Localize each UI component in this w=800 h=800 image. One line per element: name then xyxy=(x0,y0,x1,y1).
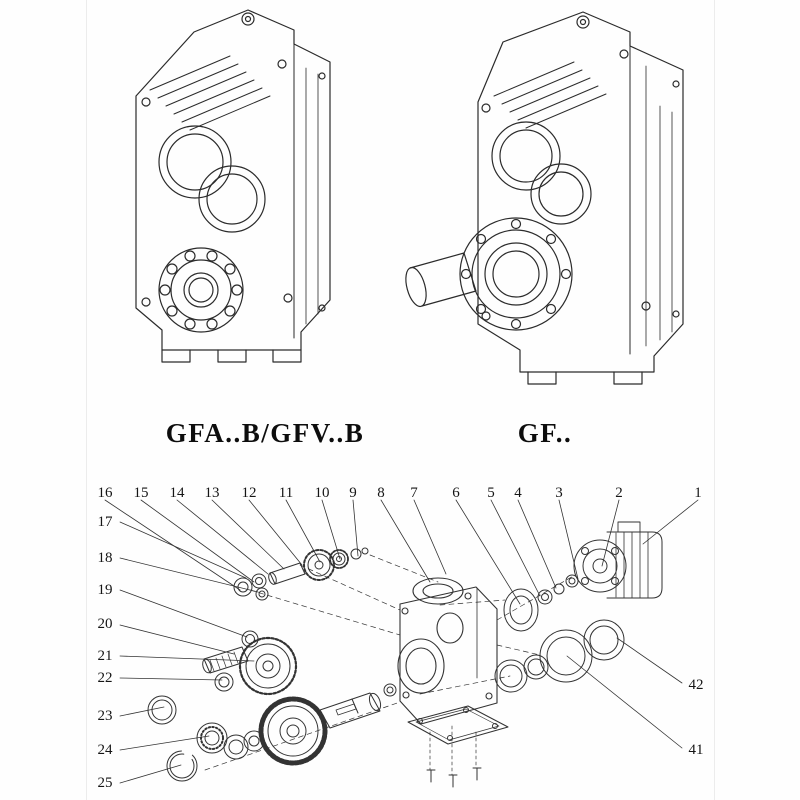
gearbox-drawing-right xyxy=(405,11,684,385)
gasket-and-fasteners xyxy=(407,705,509,788)
page-edge-left xyxy=(86,0,87,800)
cooling-ribs xyxy=(149,55,271,131)
callout-number: 9 xyxy=(349,485,357,501)
callout-number: 20 xyxy=(97,616,113,632)
callout-number: 25 xyxy=(97,775,113,791)
model-label-gf: GF.. xyxy=(517,418,573,448)
callout-number: 15 xyxy=(133,485,149,501)
callout-number: 22 xyxy=(97,670,113,686)
callout-number: 2 xyxy=(615,485,623,501)
lifting-eye-hole xyxy=(576,15,590,29)
mounting-feet xyxy=(161,349,302,363)
assembly-axis-lines xyxy=(204,554,576,771)
output-bearing xyxy=(158,247,244,333)
callout-number: 21 xyxy=(97,648,113,664)
corner-bolts xyxy=(481,49,680,321)
exploded-view-drawing xyxy=(104,499,699,788)
callout-number: 6 xyxy=(452,485,460,501)
callout-number: 4 xyxy=(514,485,522,501)
corner-bolts xyxy=(141,59,326,312)
callout-number: 5 xyxy=(487,485,495,501)
motor-and-flange-parts xyxy=(494,521,663,693)
lifting-eye-hole xyxy=(241,12,255,26)
cooling-ribs xyxy=(493,61,607,129)
callout-number: 19 xyxy=(97,582,113,598)
output-flange xyxy=(459,217,573,331)
callout-number: 18 xyxy=(97,550,113,566)
output-shaft xyxy=(405,252,477,308)
callout-number: 1 xyxy=(694,485,702,501)
leader-lines xyxy=(104,499,699,784)
housing-outline xyxy=(135,9,331,351)
page-edge-right xyxy=(714,0,715,800)
bore-circles xyxy=(158,125,266,233)
housing-outline xyxy=(477,11,684,373)
output-shaft-parts xyxy=(166,683,397,782)
callout-number: 11 xyxy=(278,485,294,501)
model-label-gfab-gfvb: GFA..B/GFV..B xyxy=(165,418,365,448)
intermediate-shaft-parts xyxy=(147,587,298,725)
callout-number: 17 xyxy=(97,514,113,530)
callout-number: 14 xyxy=(169,485,185,501)
bore-circles xyxy=(491,121,592,225)
callout-number: 13 xyxy=(204,485,220,501)
gear-housing xyxy=(397,577,498,725)
callout-number: 23 xyxy=(97,708,113,724)
callout-number: 24 xyxy=(97,742,113,758)
mounting-feet xyxy=(527,371,643,385)
callout-number: 10 xyxy=(314,485,330,501)
callout-number: 41 xyxy=(688,742,704,758)
callout-number: 7 xyxy=(410,485,418,501)
gearbox-drawing-left xyxy=(135,9,331,363)
callout-number: 8 xyxy=(377,485,385,501)
callout-number: 12 xyxy=(241,485,257,501)
callout-number: 42 xyxy=(688,677,704,693)
input-shaft-parts xyxy=(233,547,369,597)
callout-number: 16 xyxy=(97,485,113,501)
callout-number: 3 xyxy=(555,485,563,501)
